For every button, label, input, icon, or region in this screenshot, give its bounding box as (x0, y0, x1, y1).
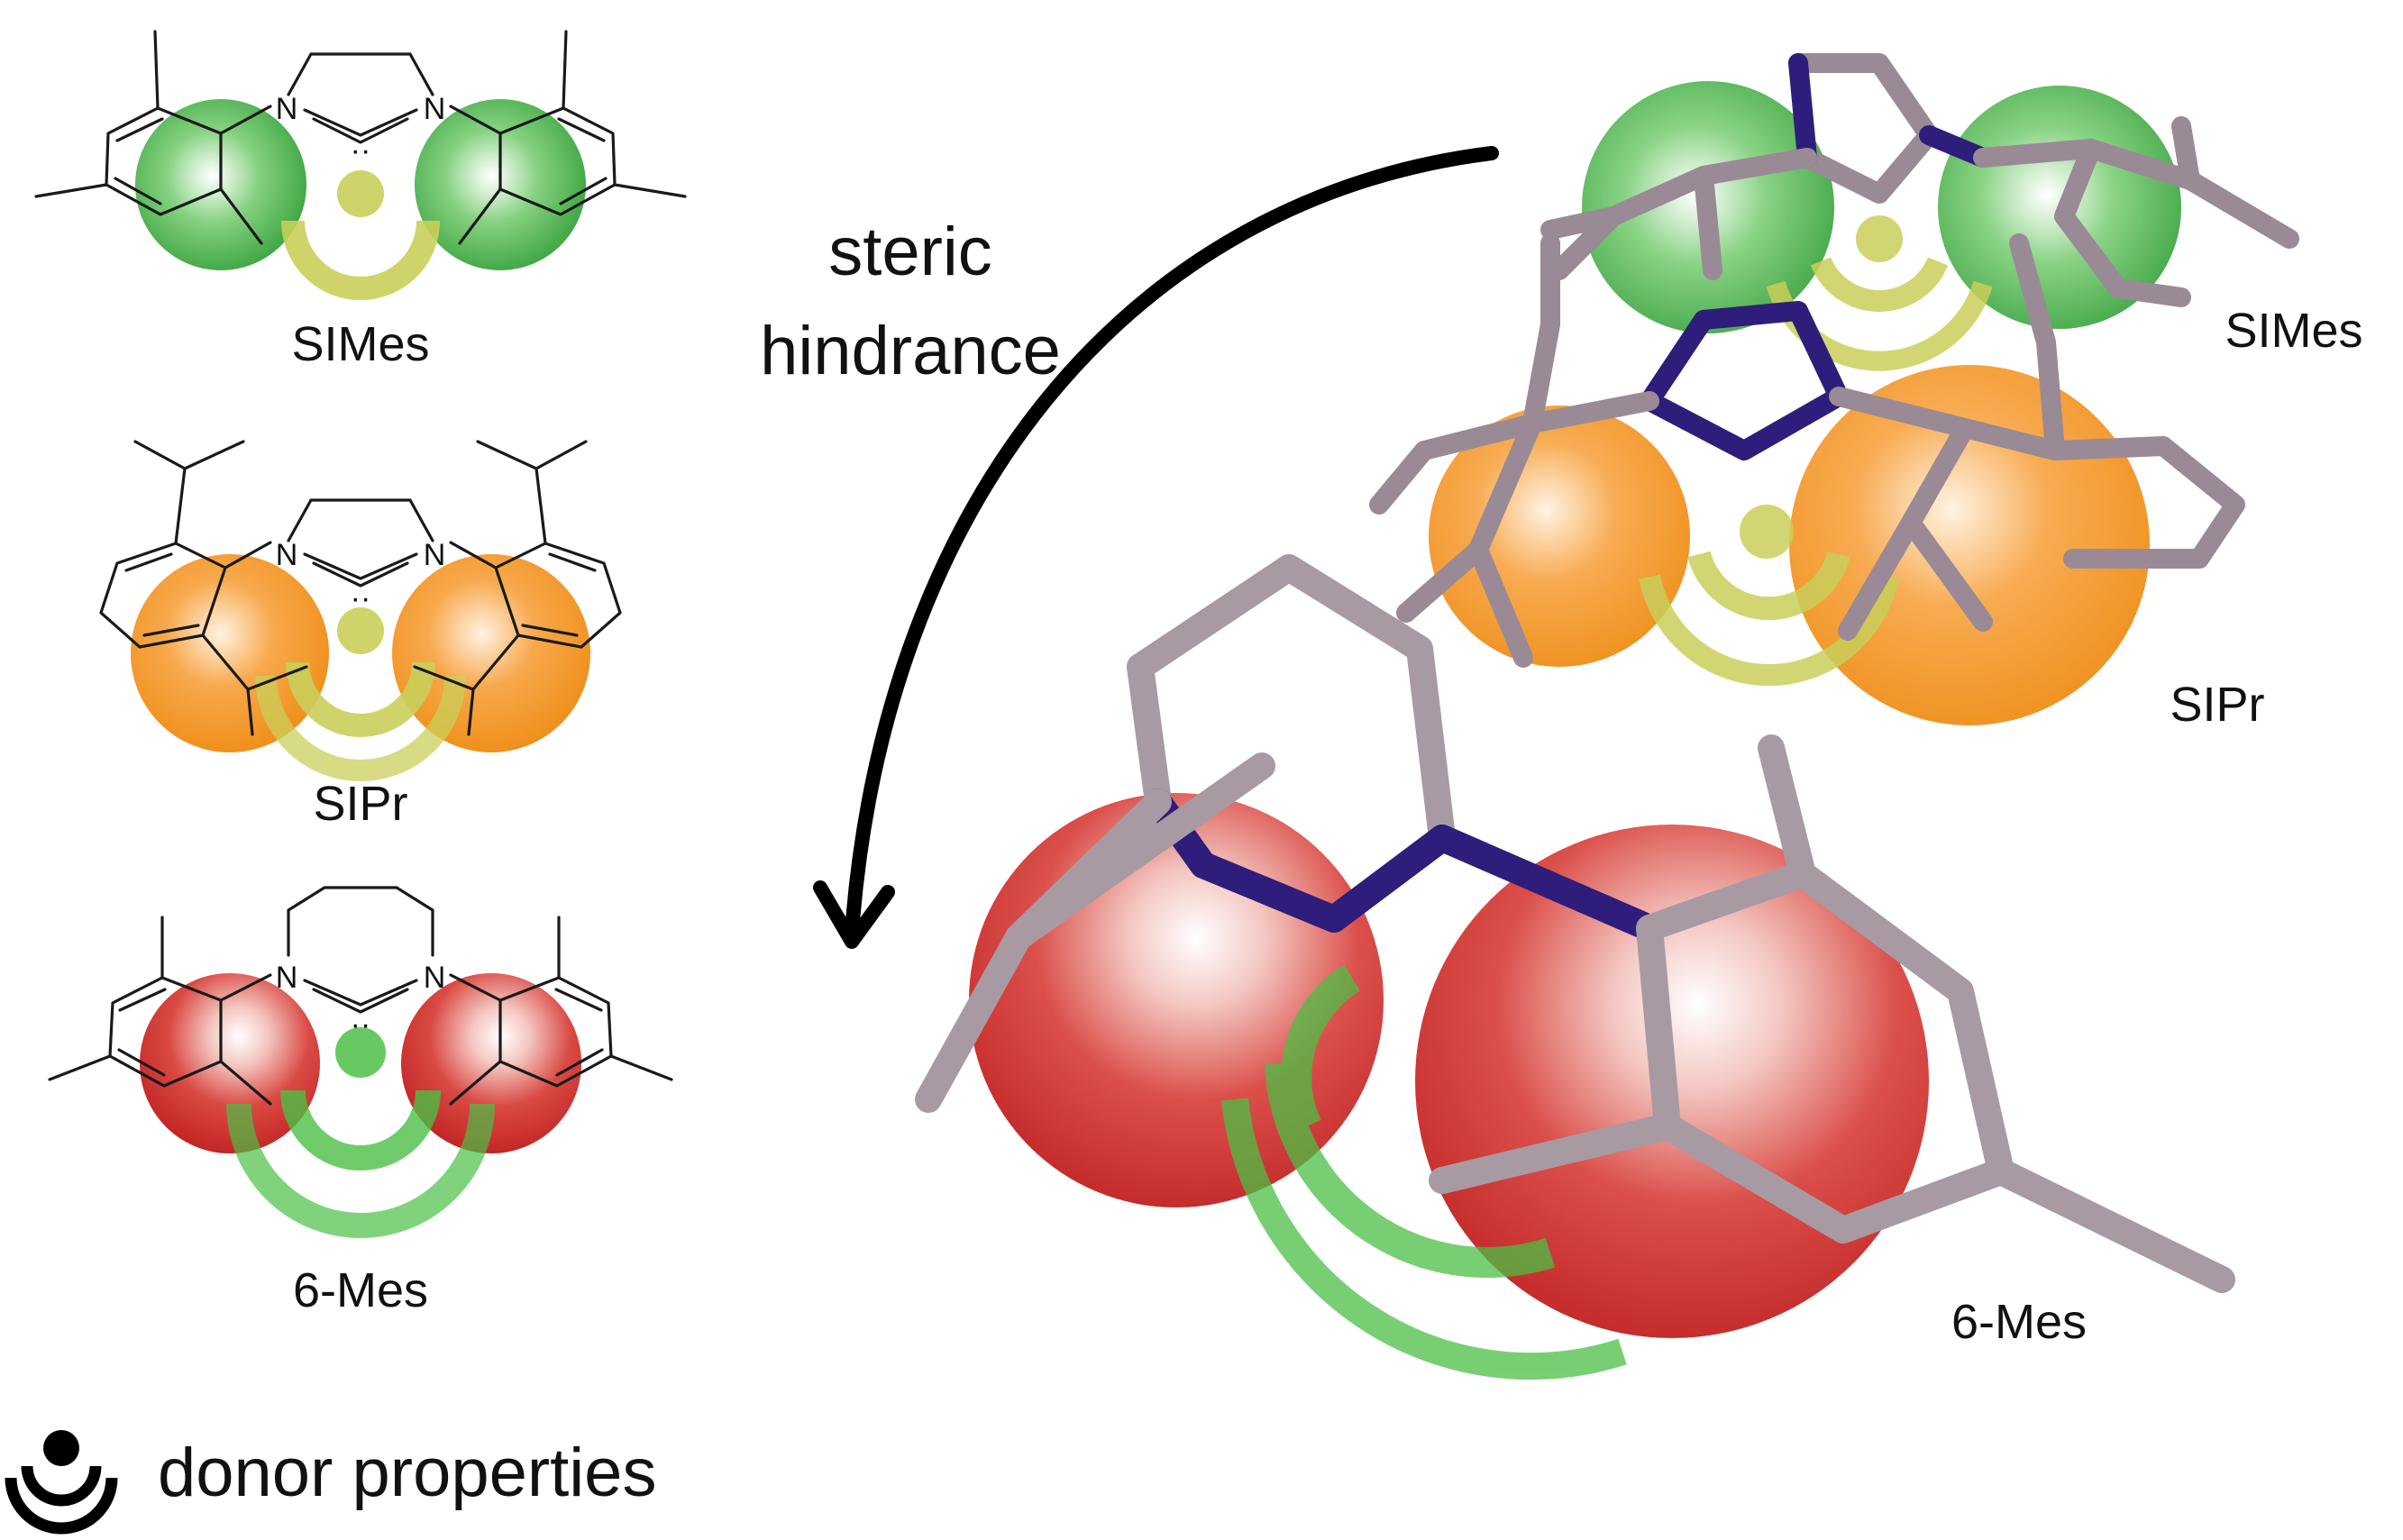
sipr-2d-structure: ·· N N SIPr (99, 440, 622, 831)
svg-text:··: ·· (351, 133, 371, 168)
sipr-n-left: N (276, 538, 298, 572)
mes6-3d-sticks (915, 554, 2235, 1293)
sipr-steric-sphere-left (131, 554, 329, 752)
legend-label: donor properties (158, 1435, 656, 1511)
arrow-label-line1: steric (828, 214, 992, 290)
sipr-3d-model: SIPr (1369, 233, 2265, 732)
mes6-n-left: N (276, 961, 298, 995)
mes6-2d-label: 6-Mes (293, 1263, 428, 1317)
simes-donor-signal (281, 170, 440, 300)
mes6-steric-sphere-left (140, 973, 320, 1153)
simes-n-left: N (276, 92, 298, 126)
simes-2d-structure: ·· N N SIMes (34, 30, 687, 371)
mes6-n-right: N (424, 961, 446, 995)
steric-hindrance-arrow: steric hindrance (760, 146, 1499, 949)
sipr-3d-sticks (1369, 233, 2245, 668)
arrow-head-icon (813, 880, 895, 949)
svg-text:··: ·· (351, 1007, 371, 1042)
sipr-donor-signal (255, 607, 466, 781)
simes-3d-sticks (1540, 53, 2299, 307)
sipr-2d-label: SIPr (313, 777, 407, 831)
sipr-bonds: ·· (99, 440, 622, 736)
simes-3d-model: SIMes (1540, 53, 2363, 371)
simes-3d-label: SIMes (2225, 304, 2362, 358)
mes6-bonds: ·· (48, 886, 673, 1106)
mes6-3d-label: 6-Mes (1951, 1295, 2087, 1349)
sipr-3d-donor (1639, 505, 1899, 687)
simes-2d-label: SIMes (291, 317, 429, 371)
mes6-steric-sphere-right (401, 973, 581, 1153)
svg-text:··: ·· (351, 581, 371, 615)
curved-arrow-icon (845, 146, 1499, 940)
mes6-3d-model: 6-Mes (915, 554, 2235, 1381)
legend: donor properties (5, 1430, 656, 1535)
mes6-donor-signal (226, 1027, 495, 1238)
donor-signal-icon (5, 1430, 118, 1535)
sipr-n-right: N (424, 538, 446, 572)
simes-n-right: N (424, 92, 446, 126)
sipr-steric-sphere-right (392, 554, 590, 752)
mes6-2d-structure: ·· N N 6-Mes (48, 886, 673, 1317)
sipr-3d-label: SIPr (2170, 678, 2264, 732)
mes6-3d-donor (1221, 964, 1627, 1381)
simes-bonds: ·· (34, 30, 687, 245)
arrow-label-line2: hindrance (760, 313, 1061, 389)
